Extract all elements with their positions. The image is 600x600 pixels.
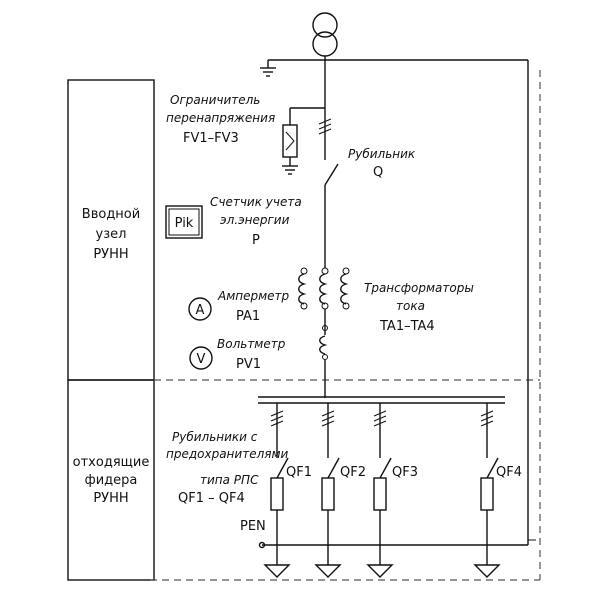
output-section-line3: РУНН	[93, 491, 128, 506]
ct-label-line1: Трансформаторы	[364, 281, 474, 295]
feeder-switches-label-line3: типа РПС	[200, 473, 259, 487]
feeder-qf2: QF2	[314, 403, 366, 578]
feeder-qf1: QF1	[263, 403, 312, 578]
enclosure-dashed	[150, 70, 541, 581]
ammeter-icon: A	[188, 297, 212, 321]
switch-label-line1: Рубильник	[348, 147, 416, 161]
feeder-qf4-label: QF4	[496, 465, 522, 480]
busbar	[258, 396, 505, 404]
feeder-qf3: QF3	[366, 403, 418, 578]
output-section-line2: фидера	[85, 473, 138, 488]
limiter-label-line1: Ограничитель	[170, 93, 260, 107]
input-section-line1: Вводной	[82, 207, 140, 222]
current-transformer-icon	[298, 267, 350, 398]
meter-box-label: Pik	[175, 216, 194, 231]
surge-arrester-icon	[282, 107, 325, 175]
voltmeter-icon: V	[189, 346, 213, 370]
voltmeter-symbol: V	[197, 352, 206, 367]
pen-conductor: PEN	[240, 519, 536, 549]
ammeter-label-line1: Амперметр	[217, 289, 290, 303]
ammeter-symbol: A	[196, 303, 205, 318]
pen-label: PEN	[240, 519, 266, 534]
neutral-conductor	[260, 59, 529, 545]
meter-label-line1: Счетчик учета	[210, 195, 302, 209]
energy-meter-icon: Pik	[165, 205, 203, 239]
feeder-switches-label-line2: предохранителями	[166, 447, 289, 461]
output-section: отходящие фидера РУНН	[67, 379, 155, 581]
limiter-label-line2: перенапряжения	[166, 111, 275, 125]
voltmeter-label-line1: Вольтметр	[217, 337, 286, 351]
meter-label-line2: эл.энергии	[220, 213, 290, 227]
meter-label-line3: P	[252, 233, 260, 248]
voltmeter-label-line2: PV1	[236, 357, 261, 372]
feeder-qf2-label: QF2	[340, 465, 366, 480]
output-section-line1: отходящие	[73, 455, 150, 470]
input-section-line2: узел	[96, 227, 127, 242]
feeder-qf4: QF4	[473, 403, 522, 578]
ammeter-label-line2: PA1	[236, 309, 260, 324]
transformer-icon	[312, 12, 338, 118]
switch-label-line2: Q	[373, 165, 383, 180]
ct-label-line3: TA1–TA4	[379, 319, 435, 334]
feeder-qf1-label: QF1	[286, 465, 312, 480]
ct-label-line2: тока	[396, 299, 425, 313]
main-switch-icon	[318, 118, 339, 268]
limiter-label-line3: FV1–FV3	[183, 131, 239, 146]
input-section-line3: РУНН	[93, 247, 128, 262]
input-section: Вводной узел РУНН	[67, 79, 155, 381]
feeder-switches-label-line1: Рубильники с	[172, 430, 258, 444]
feeder-qf3-label: QF3	[392, 465, 418, 480]
feeder-switches-label-line4: QF1 – QF4	[178, 491, 245, 506]
